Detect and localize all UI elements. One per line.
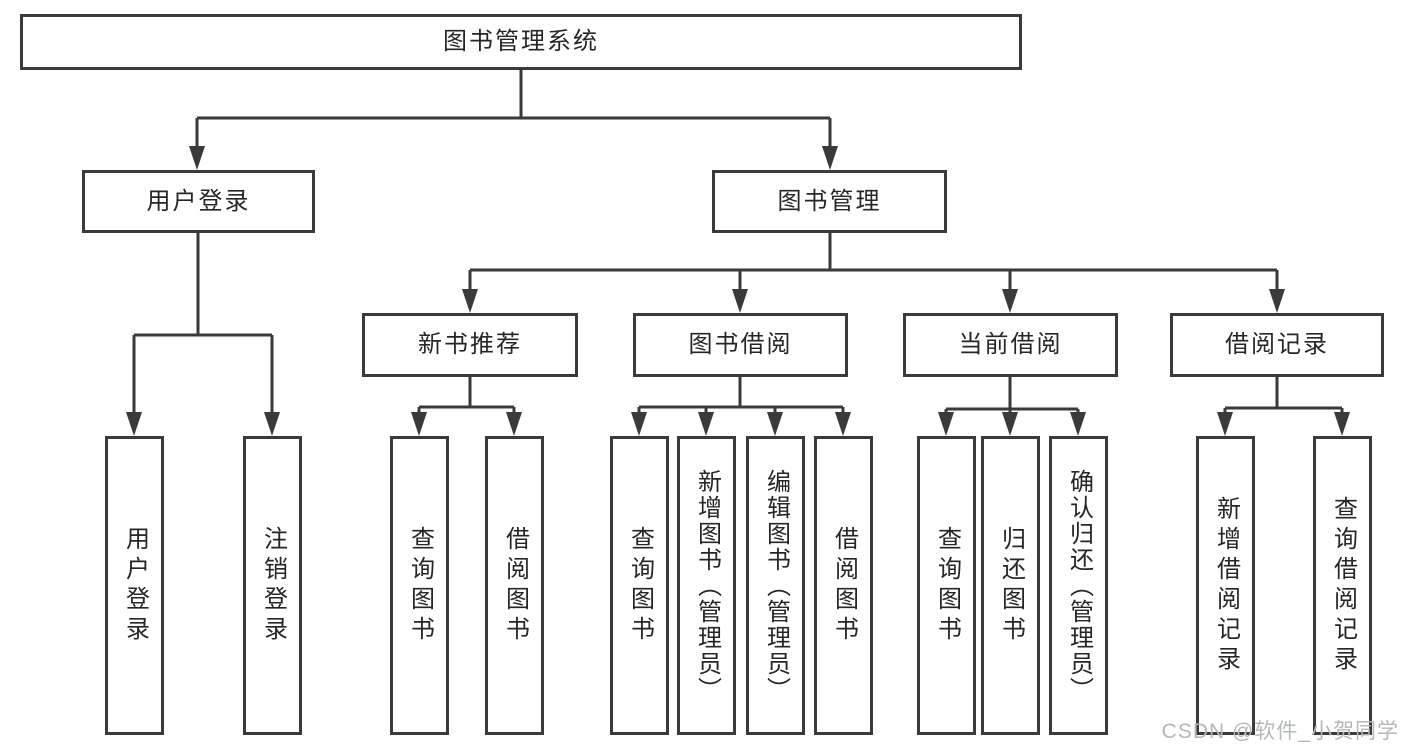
leaf-label: 查询借阅记录 bbox=[1329, 495, 1357, 676]
leaf-node-return-book: 归还图书 bbox=[981, 436, 1040, 735]
node-current-borrow: 当前借阅 bbox=[903, 313, 1118, 377]
node-label: 用户登录 bbox=[146, 187, 251, 215]
node-label: 图书管理 bbox=[777, 187, 882, 215]
leaf-label: 新增图书（管理员） bbox=[693, 468, 721, 703]
node-borrow-records: 借阅记录 bbox=[1170, 313, 1384, 377]
leaf-node-query-current: 查询图书 bbox=[917, 436, 976, 735]
node-label: 当前借阅 bbox=[958, 331, 1063, 358]
leaf-label: 归还图书 bbox=[997, 525, 1025, 646]
node-label: 借阅记录 bbox=[1225, 331, 1329, 358]
leaf-label: 新增借阅记录 bbox=[1212, 495, 1240, 676]
leaf-label: 用户登录 bbox=[121, 525, 149, 646]
leaf-node-query-book-recommend: 查询图书 bbox=[390, 436, 449, 735]
leaf-label: 查询图书 bbox=[626, 525, 654, 646]
node-new-book-recommend: 新书推荐 bbox=[362, 313, 578, 377]
leaf-label: 确认归还（管理员） bbox=[1065, 468, 1093, 703]
leaf-node-edit-book-admin: 编辑图书（管理员） bbox=[746, 436, 805, 735]
leaf-node-confirm-return-admin: 确认归还（管理员） bbox=[1049, 436, 1108, 735]
leaf-label: 注销登录 bbox=[259, 525, 287, 646]
leaf-label: 查询图书 bbox=[406, 525, 434, 646]
leaf-node-user-login: 用户登录 bbox=[105, 436, 164, 735]
node-book-borrow: 图书借阅 bbox=[633, 313, 848, 377]
leaf-node-logout: 注销登录 bbox=[243, 436, 302, 735]
leaf-node-query-book: 查询图书 bbox=[610, 436, 669, 735]
leaf-label: 编辑图书（管理员） bbox=[762, 468, 790, 703]
node-root-label: 图书管理系统 bbox=[443, 28, 599, 55]
leaf-label: 借阅图书 bbox=[830, 525, 858, 646]
node-label: 新书推荐 bbox=[418, 331, 522, 358]
node-book-management: 图书管理 bbox=[712, 170, 947, 233]
node-label: 图书借阅 bbox=[688, 331, 793, 358]
leaf-node-query-borrow-record: 查询借阅记录 bbox=[1313, 436, 1372, 735]
node-user-login: 用户登录 bbox=[82, 170, 315, 233]
leaf-label: 查询图书 bbox=[933, 525, 961, 646]
leaf-node-borrow-book: 借阅图书 bbox=[814, 436, 873, 735]
node-root: 图书管理系统 bbox=[20, 14, 1022, 70]
arrowheads bbox=[126, 146, 1350, 436]
leaf-node-add-borrow-record: 新增借阅记录 bbox=[1196, 436, 1255, 735]
leaf-label: 借阅图书 bbox=[501, 525, 529, 646]
leaf-node-borrow-book-recommend: 借阅图书 bbox=[485, 436, 544, 735]
leaf-node-add-book-admin: 新增图书（管理员） bbox=[677, 436, 736, 735]
watermark: CSDN @软件_小贺同学 bbox=[1161, 720, 1399, 743]
